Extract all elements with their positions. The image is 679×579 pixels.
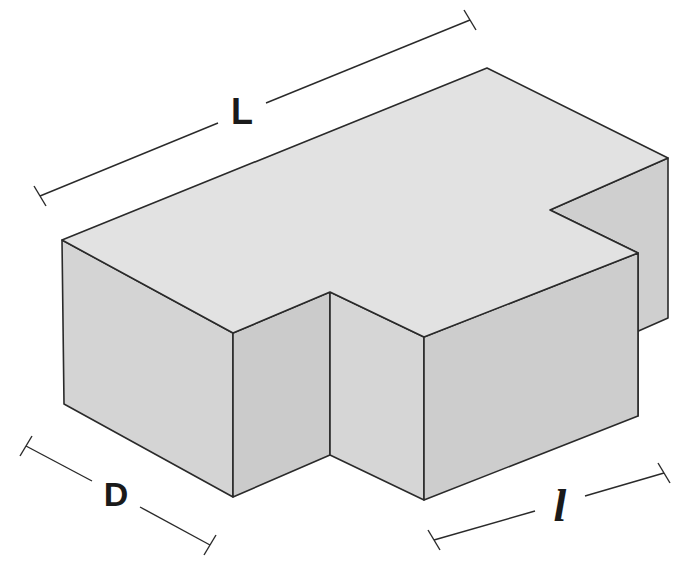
dimension-line [26, 446, 92, 481]
dimension-line [266, 20, 470, 103]
dimension-line [140, 507, 210, 545]
tick [428, 530, 440, 550]
dimension-line [585, 473, 664, 496]
tick [464, 10, 476, 30]
dimension-label: l [548, 483, 573, 529]
paver-block [62, 68, 668, 500]
tick [204, 535, 216, 555]
dimension-lines [20, 10, 670, 555]
tick [658, 463, 670, 483]
top-face [62, 68, 668, 337]
tick [34, 186, 46, 206]
dimension-label: L [225, 94, 259, 130]
tick [20, 436, 32, 456]
dimension-line [434, 511, 535, 540]
dimension-line [40, 123, 218, 196]
dimension-label: D [98, 477, 135, 511]
